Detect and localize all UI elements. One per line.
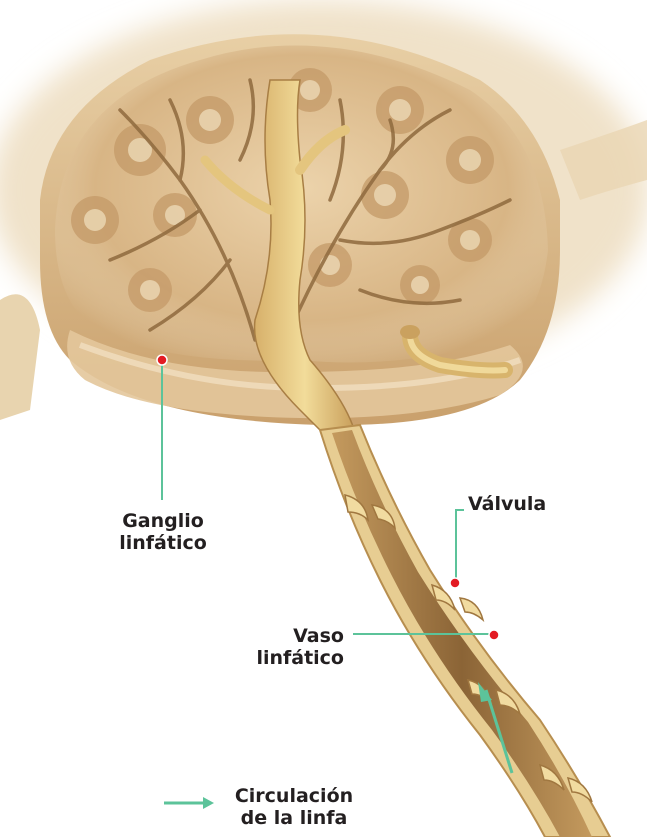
vaso-marker	[489, 630, 499, 640]
legend-line1: Circulación	[224, 785, 364, 807]
vaso-label-line1: Vaso	[244, 625, 344, 647]
vaso-label-line2: linfático	[244, 647, 344, 669]
lymphatic-vessel	[320, 425, 610, 837]
vaso-linfatico-label: Vaso linfático	[244, 625, 344, 669]
ganglio-label-line1: Ganglio	[108, 510, 218, 532]
legend-label: Circulación de la linfa	[224, 785, 364, 829]
legend-arrow-icon	[164, 797, 214, 809]
ganglio-linfatico-label: Ganglio linfático	[108, 510, 218, 554]
ganglio-marker	[157, 355, 167, 365]
valvula-marker	[450, 578, 460, 588]
valvula-label: Válvula	[468, 493, 546, 515]
ganglio-label-line2: linfático	[108, 532, 218, 554]
valvula-leader-line	[456, 510, 464, 583]
legend-line2: de la linfa	[224, 807, 364, 829]
